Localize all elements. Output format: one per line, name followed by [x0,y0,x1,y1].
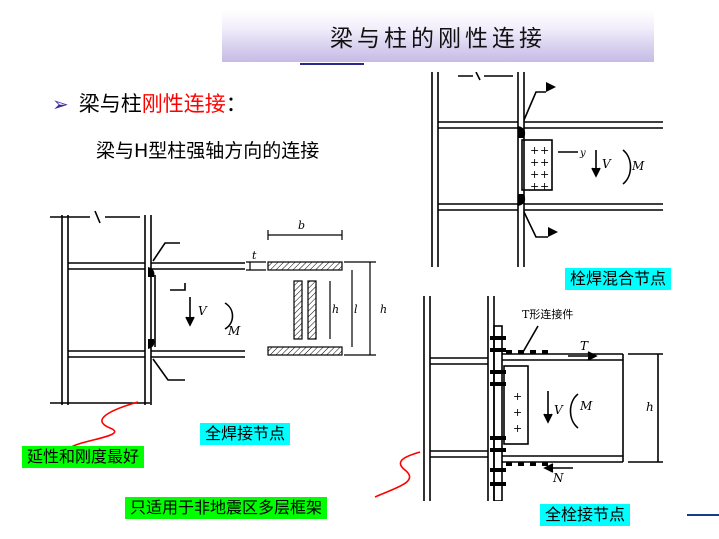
svg-text:+: + [530,180,539,193]
h-symbol: h [646,400,654,414]
bullet-suffix: ： [225,92,247,116]
svg-text:+: + [530,144,539,157]
svg-text:+: + [513,390,522,403]
moment-symbol: M [631,159,645,173]
svg-text:+: + [540,144,549,157]
shear-symbol: V [554,403,564,417]
compression-symbol: N [552,471,564,485]
svg-text:+: + [513,406,522,419]
svg-text:+: + [540,168,549,181]
hw-symbol: h [332,303,339,316]
full-bolt-joint-diagram: + + + T形连接件 T N V M h [423,296,663,501]
full-bolt-label: 全栓接节点 [540,504,631,526]
title-bar: 梁与柱的刚性连接 [222,10,654,62]
tension-symbol: T [580,339,589,353]
moment-symbol: M [579,399,593,413]
t-connector-label: T形连接件 [522,308,573,321]
bullet-heading: ➢ 梁与柱刚性连接： [52,88,247,118]
svg-text:+: + [540,180,549,193]
svg-text:+: + [540,156,549,169]
arrow-bullet-icon: ➢ [52,92,69,116]
lw-symbol: l [354,303,358,316]
beam-section-diagram: b t h l h [246,219,387,356]
tf-symbol: t [252,249,257,262]
h-symbol: h [380,303,387,316]
bolt-weld-label: 栓焊混合节点 [565,268,672,290]
full-weld-label: 全焊接节点 [200,423,291,445]
bullet-prefix: 梁与柱 [78,92,142,116]
title-underline [300,63,364,65]
shear-symbol: V [602,157,612,171]
seismic-label: 只适用于非地震区多层框架 [125,497,328,519]
moment-symbol: M [227,324,241,338]
y-symbol: y [579,148,586,159]
shear-symbol: V [198,304,208,318]
page-title: 梁与柱的刚性连接 [330,26,546,52]
full-weld-joint-diagram: V M [50,210,245,405]
svg-text:+: + [530,156,539,169]
bf-symbol: b [298,219,305,232]
bolt-weld-joint-diagram: ++ ++ ++ ++ y V M [431,72,663,267]
svg-text:+: + [513,422,522,435]
ductility-label: 延性和刚度最好 [22,446,145,468]
bullet-highlight: 刚性连接 [141,92,226,116]
svg-text:+: + [530,168,539,181]
subtitle: 梁与H型柱强轴方向的连接 [96,140,320,162]
